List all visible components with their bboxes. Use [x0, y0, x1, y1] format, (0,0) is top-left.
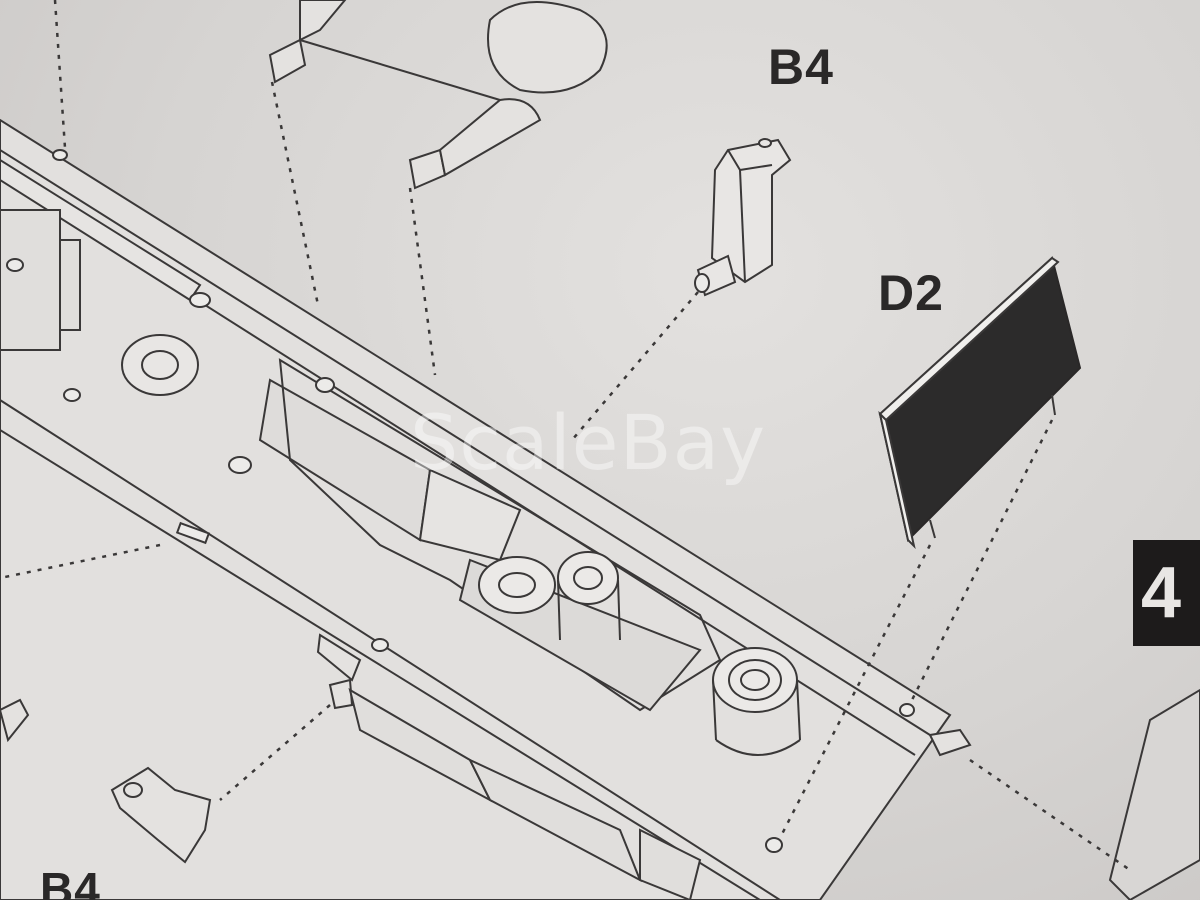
assembly-leader-lines — [0, 0, 1131, 872]
part-label-b4: B4 — [768, 39, 834, 95]
part-b4 — [694, 138, 792, 297]
step-number-badge: 4 — [1133, 540, 1200, 646]
watermark-text: ScaleBay — [410, 398, 767, 487]
part-label-d2: D2 — [878, 265, 944, 321]
lower-parts — [0, 633, 1200, 900]
part-d2 — [878, 256, 1082, 550]
part-label-b4-partial: B4 — [40, 863, 101, 900]
upper-parts — [268, 0, 608, 190]
chassis-floor-part — [0, 118, 952, 900]
mounting-holes — [6, 149, 915, 853]
cylinder-mounts — [121, 334, 801, 756]
